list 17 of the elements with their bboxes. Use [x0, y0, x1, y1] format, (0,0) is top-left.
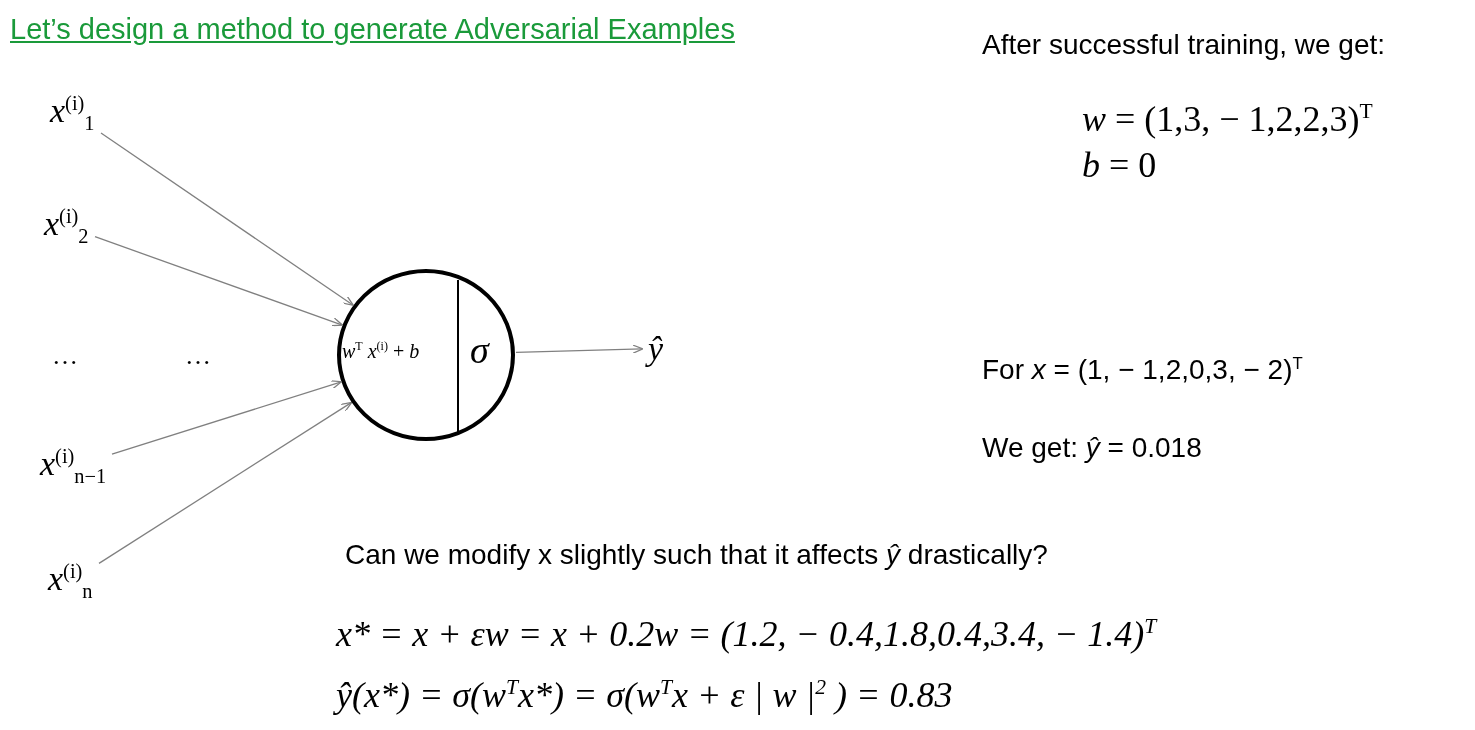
arrow — [100, 132, 354, 306]
equation: x* = x + εw = x + 0.2w = (1.2, − 0.4,1.8,0.4,3.4, − 1.4)$^{T}$ — [336, 615, 1157, 655]
slide-title: Let’s design a method to generate Adversarial Examples — [10, 14, 735, 46]
text-line: We get: ŷ = 0.018 — [982, 433, 1202, 464]
equation: b = 0 — [1082, 146, 1157, 186]
equation: w = (1,3, − 1,2,2,3)$^{T}$ — [1082, 100, 1373, 140]
arrow — [94, 236, 344, 327]
arrow — [515, 344, 644, 354]
weighted-sum-formula: w$^{T}$ x$^{(i)}$ + b — [342, 340, 420, 362]
question-text: Can we modify x slightly such that it affects ŷ drastically? — [345, 540, 1048, 571]
text-line: After successful training, we get: — [982, 30, 1386, 61]
ellipsis: … — [185, 342, 211, 371]
sigmoid-symbol: σ — [470, 330, 489, 372]
ellipsis: … — [52, 342, 78, 371]
arrow — [98, 401, 353, 564]
arrow — [111, 380, 343, 455]
text-line: For x = (1, − 1,2,0,3, − 2)$^{T}$ — [982, 355, 1303, 387]
